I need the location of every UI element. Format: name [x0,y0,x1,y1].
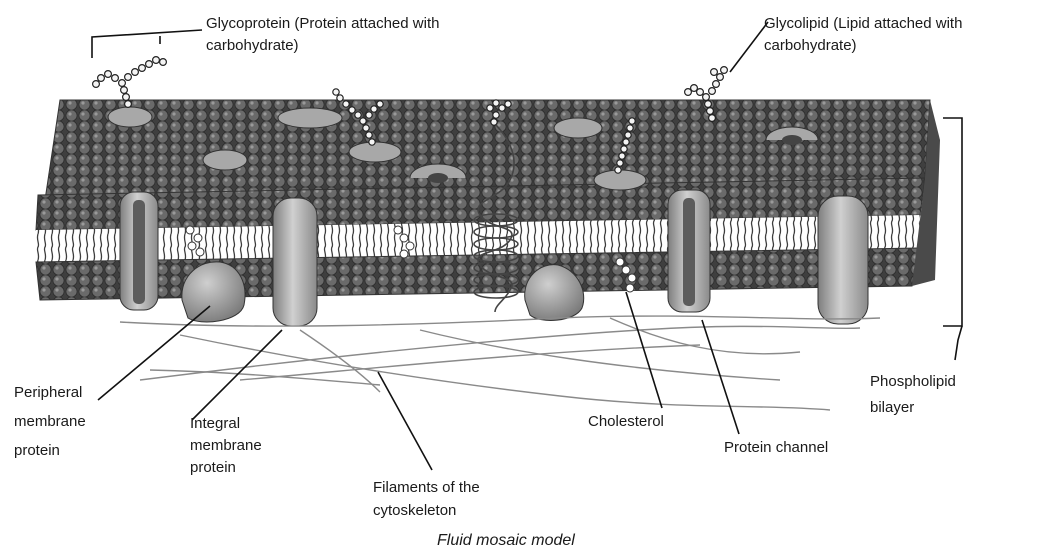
filaments-label-line2: cytoskeleton [373,502,456,519]
glycolipid-leader [730,22,768,72]
peripheral-label-line1: Peripheral [14,384,82,401]
peripheral-label-line3: protein [14,442,60,459]
cytoskeleton-filaments [120,316,880,410]
figure-caption: Fluid mosaic model [437,532,575,549]
filaments-label-line1: Filaments of the [373,479,480,496]
glycoprotein-label-line2: carbohydrate) [206,37,299,54]
cholesterol-leader [626,292,662,408]
bilayer-label-line1: Phospholipid [870,373,956,390]
peripheral-label-line2: membrane [14,413,86,430]
integral-leader [192,330,282,420]
integral-label-line3: protein [190,459,236,476]
bilayer-leader [955,326,962,360]
protein-channel-left [120,192,158,310]
integral-protein-center-left [273,198,317,326]
filaments-leader [378,372,432,470]
cholesterol-label: Cholesterol [588,413,664,430]
glycoprotein-bracket [92,30,202,58]
peripheral-leader [98,306,210,400]
glycolipid-label-line2: carbohydrate) [764,37,857,54]
integral-label-line2: membrane [190,437,262,454]
bilayer-label-line2: bilayer [870,399,914,416]
glycoprotein-label-line1: Glycoprotein (Protein attached with [206,15,439,32]
integral-protein-right [818,196,868,324]
protein-channel-right [668,190,710,312]
integral-label-line1: Integral [190,415,240,432]
bilayer-bracket [943,118,962,326]
channel-label: Protein channel [724,439,828,456]
glycolipid-label-line1: Glycolipid (Lipid attached with [764,15,962,32]
